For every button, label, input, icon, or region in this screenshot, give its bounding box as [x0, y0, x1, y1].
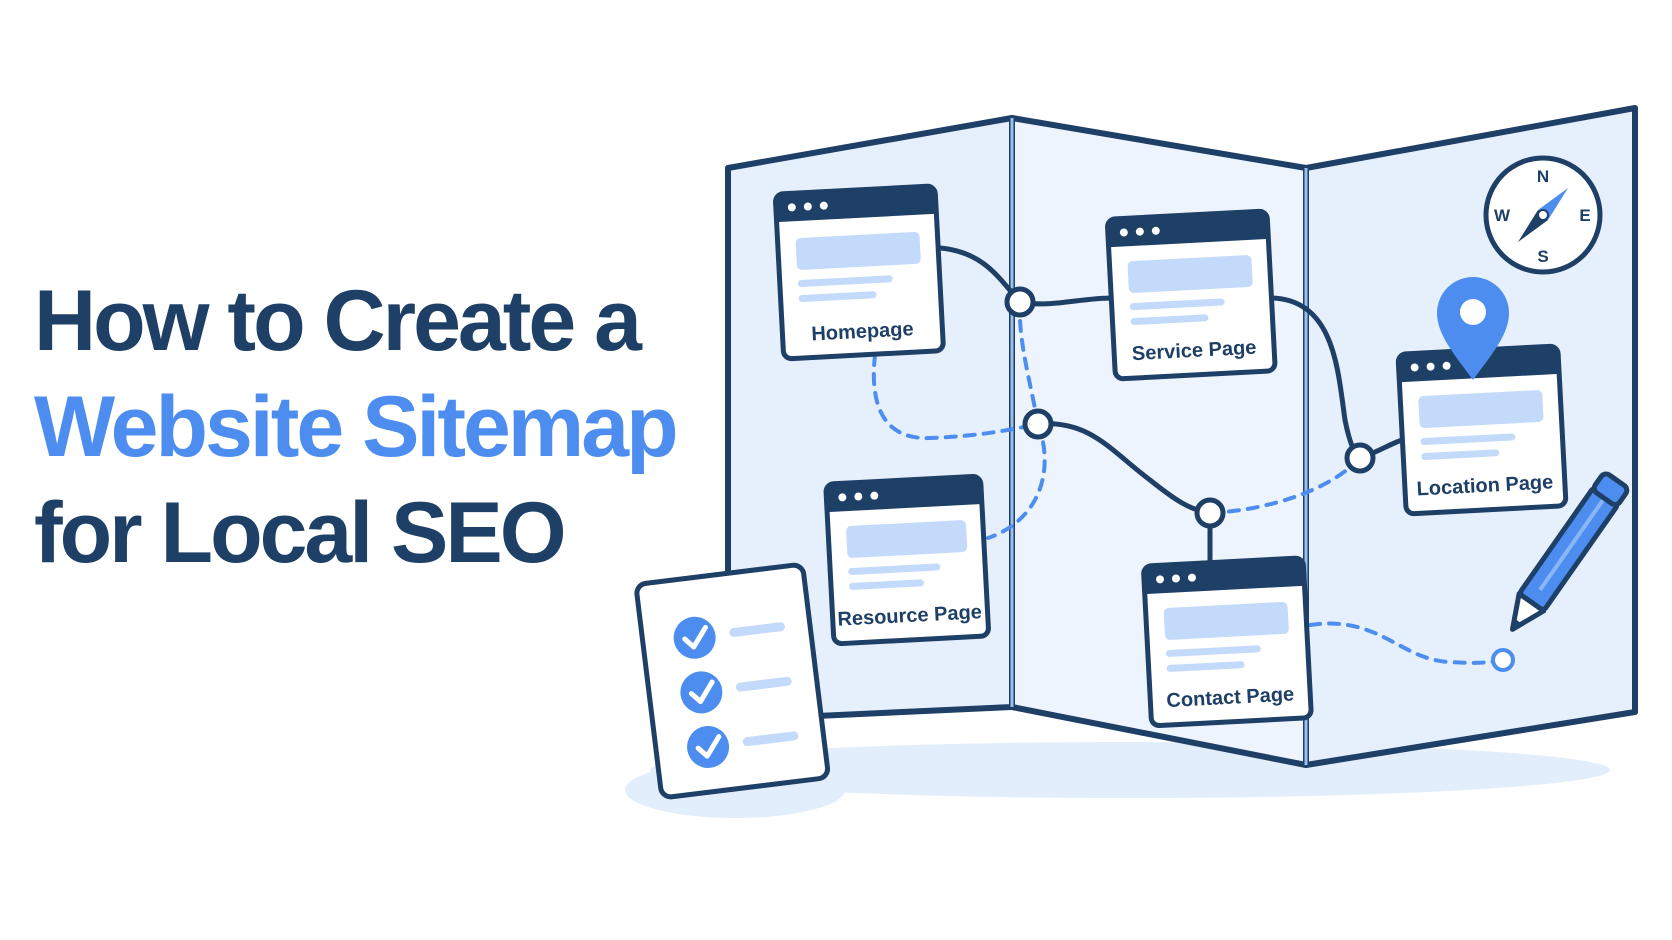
checklist-icon — [634, 562, 831, 800]
page-card-homepage: Homepage — [773, 183, 946, 362]
route-node — [1344, 442, 1376, 474]
location-pin-icon — [1437, 277, 1509, 380]
compass-label-n: N — [1537, 167, 1549, 186]
check-icon — [687, 725, 730, 768]
check-icon — [680, 671, 723, 714]
compass-label-e: E — [1579, 206, 1590, 225]
route-node — [1491, 648, 1515, 672]
check-icon — [673, 616, 716, 659]
page-card-service: Service Page — [1105, 208, 1278, 382]
compass-label-s: S — [1537, 247, 1548, 266]
route-node — [1004, 286, 1036, 318]
route-dashed — [1308, 621, 1505, 665]
route-dashed — [986, 422, 1047, 540]
route-nodes — [1004, 286, 1515, 672]
page-card-resource: Resource Page — [823, 473, 991, 647]
headline-line-1: How to Create a — [34, 273, 642, 369]
route-node — [1022, 408, 1054, 440]
page-card-location: Location Page — [1395, 343, 1569, 517]
headline: How to Create a Website Sitemap for Loca… — [34, 268, 734, 586]
route-dashed — [1017, 300, 1040, 426]
compass-icon: N E S W — [1483, 155, 1603, 275]
headline-line-2: Website Sitemap — [34, 379, 679, 475]
route-dashed — [1208, 456, 1362, 515]
page-label-homepage: Homepage — [811, 318, 914, 345]
headline-line-3: for Local SEO — [34, 485, 567, 581]
route-dashed — [871, 353, 1040, 441]
route-solid — [1035, 421, 1213, 516]
compass-label-w: W — [1494, 206, 1511, 225]
route-solid — [1269, 295, 1405, 461]
route-node — [1194, 497, 1226, 529]
pencil-icon — [1509, 471, 1630, 632]
page-card-contact: Contact Page — [1141, 555, 1314, 729]
